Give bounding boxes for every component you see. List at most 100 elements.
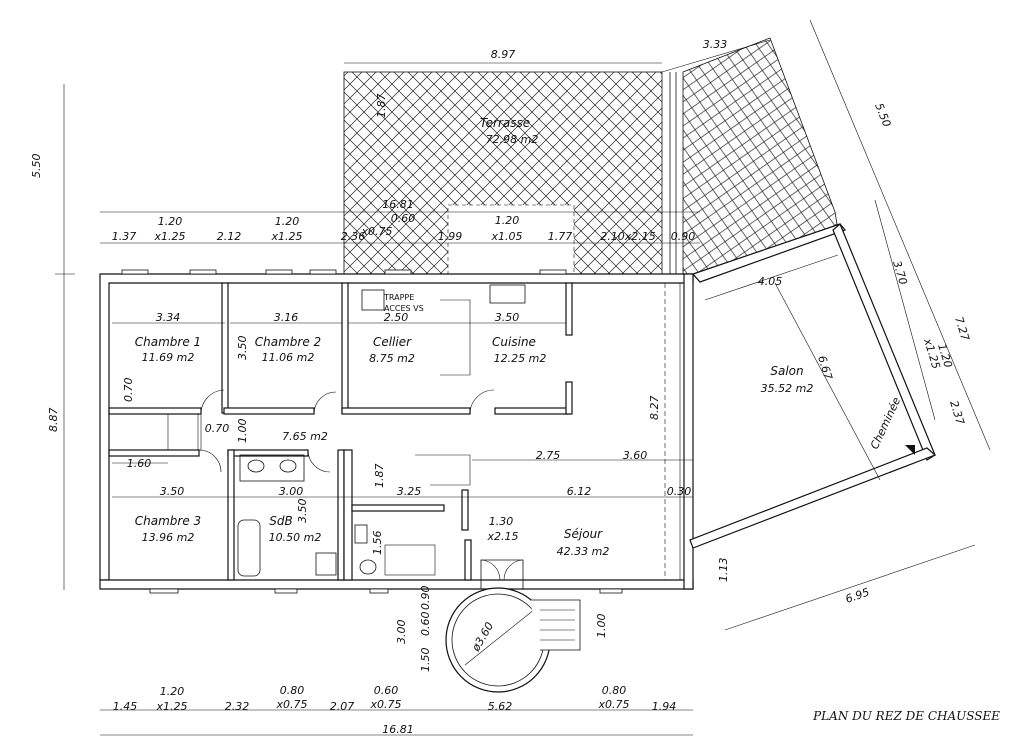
- terrasse-area-label: 72.98 m2: [486, 133, 539, 146]
- dim-door-1-30: 1.30: [489, 515, 514, 528]
- dim-b-1-45: 1.45: [113, 700, 138, 713]
- dim-b-5-62: 5.62: [488, 700, 513, 713]
- fireplace: [905, 445, 915, 455]
- chambre2-area: 11.06 m2: [262, 351, 315, 364]
- dim-h-3-25: 3.25: [397, 485, 422, 498]
- dim-v-1-13: 1.13: [717, 558, 730, 583]
- chambre3-area: 13.96 m2: [142, 531, 195, 544]
- dim-v-1-50: 1.50: [419, 648, 432, 673]
- dim-sdb-w: 3.00: [279, 485, 304, 498]
- dim-row-1-20-a: 1.20: [158, 215, 183, 228]
- dim-h-0-30: 0.30: [667, 485, 692, 498]
- terrasse-area: [343, 37, 839, 276]
- dim-row-1-20-b: 1.20: [275, 215, 300, 228]
- dim-right-x1-25: x1.25: [921, 336, 943, 370]
- windows: [121, 269, 623, 594]
- dim-right-7-27: 7.27: [952, 315, 972, 342]
- dim-r-2-10x2-15: 2.10x2.15: [600, 230, 656, 243]
- dim-v-8-27: 8.27: [648, 396, 661, 421]
- dim-row-1-20-c: 1.20: [495, 214, 520, 227]
- doors: [198, 389, 524, 589]
- sejour-area: 42.33 m2: [557, 545, 610, 558]
- dim-b-0-80: 0.80: [280, 684, 305, 697]
- dim-v-0-70: 0.70: [122, 378, 135, 403]
- salon-area: 35.52 m2: [761, 382, 814, 395]
- cuisine-area: 12.25 m2: [494, 352, 547, 365]
- dim-salon-6-67: 6.67: [815, 354, 835, 381]
- dim-top-right: 3.33: [703, 38, 728, 51]
- cuisine-name: Cuisine: [492, 335, 536, 349]
- dim-c1-w: 3.34: [156, 311, 181, 324]
- dim-row-x0-75: x0.75: [360, 225, 392, 238]
- dim-b-0-80b: 0.80: [602, 684, 627, 697]
- dim-h-2-75: 2.75: [536, 449, 561, 462]
- dim-d-6-95: 6.95: [844, 586, 871, 606]
- cheminee-label: Cheminée: [868, 395, 903, 451]
- dim-r-1-77: 1.77: [548, 230, 573, 243]
- sdb-name: SdB: [269, 514, 292, 528]
- dim-cellier-w: 2.50: [384, 311, 409, 324]
- dim-r-1-37: 1.37: [112, 230, 137, 243]
- dim-b-x0-75c: x0.75: [597, 698, 629, 711]
- dim-b-1-20: 1.20: [160, 685, 185, 698]
- dim-left-8-87: 8.87: [47, 408, 60, 433]
- dim-c2-h: 3.50: [236, 336, 249, 361]
- stair-tower: [445, 587, 581, 693]
- dim-v-1-87: 1.87: [373, 464, 386, 489]
- dim-v-0-60: 0.60: [419, 612, 432, 637]
- dim-right-2-37: 2.37: [947, 399, 967, 426]
- dim-row-16-81: 16.81: [382, 198, 414, 211]
- dim-sdb-h: 3.50: [296, 499, 309, 524]
- terrasse-name: Terrasse: [480, 116, 530, 130]
- dimension-lines: [55, 19, 991, 736]
- dim-h-0-70: 0.70: [205, 422, 230, 435]
- dim-v-0-90: 0.90: [419, 586, 432, 611]
- dim-c3-w: 3.50: [160, 485, 185, 498]
- dim-c2-w: 3.16: [274, 311, 299, 324]
- dim-cuisine-w: 3.50: [495, 311, 520, 324]
- dim-left-5-50: 5.50: [30, 154, 43, 179]
- dim-b-1-94: 1.94: [652, 700, 677, 713]
- trappe-label-1: TRAPPE: [383, 293, 414, 302]
- dim-b-2-32: 2.32: [225, 700, 250, 713]
- dim-r-1-99: 1.99: [438, 230, 463, 243]
- sejour-name: Séjour: [564, 527, 603, 541]
- dim-b-2-07: 2.07: [330, 700, 355, 713]
- dim-b-0-60: 0.60: [374, 684, 399, 697]
- dim-r-2-36: 2.36: [341, 230, 366, 243]
- cellier-name: Cellier: [373, 335, 412, 349]
- dim-v-1-56: 1.56: [371, 531, 384, 556]
- dim-right-3-70: 3.70: [890, 259, 910, 286]
- dim-v-3-00: 3.00: [395, 620, 408, 645]
- salon-name: Salon: [770, 364, 803, 378]
- dim-door-x2-15: x2.15: [486, 530, 518, 543]
- cellier-area: 8.75 m2: [369, 352, 415, 365]
- dim-salon-4-05: 4.05: [758, 275, 783, 288]
- interior-walls: [108, 282, 666, 581]
- dim-r-x1-25-b: x1.25: [270, 230, 302, 243]
- chambre1-area: 11.69 m2: [142, 351, 195, 364]
- dim-r-x1-25-a: x1.25: [153, 230, 185, 243]
- dim-h-3-60: 3.60: [623, 449, 648, 462]
- exterior-walls: [99, 223, 937, 590]
- plan-title: PLAN DU REZ DE CHAUSSEE: [812, 709, 1000, 723]
- dim-row-0-60: 0.60: [391, 212, 416, 225]
- dim-r-0-90: 0.90: [671, 230, 696, 243]
- dim-h-6-12: 6.12: [567, 485, 592, 498]
- dim-v-1-00: 1.00: [236, 419, 249, 444]
- chambre3-name: Chambre 3: [135, 514, 201, 528]
- hall-area: 7.65 m2: [282, 430, 328, 443]
- sdb-area: 10.50 m2: [269, 531, 322, 544]
- chambre1-name: Chambre 1: [135, 335, 201, 349]
- dim-right-5-50: 5.50: [872, 101, 893, 129]
- dim-b-x1-25: x1.25: [155, 700, 187, 713]
- dim-top-total: 8.97: [491, 48, 516, 61]
- dim-row-x1-05: x1.05: [490, 230, 522, 243]
- dim-terrasse-1-87: 1.87: [375, 94, 388, 119]
- dim-b-x0-75b: x0.75: [369, 698, 401, 711]
- dim-r-2-12: 2.12: [217, 230, 242, 243]
- chambre2-name: Chambre 2: [255, 335, 321, 349]
- dim-b-total: 16.81: [382, 723, 414, 736]
- dim-b-x0-75: x0.75: [275, 698, 307, 711]
